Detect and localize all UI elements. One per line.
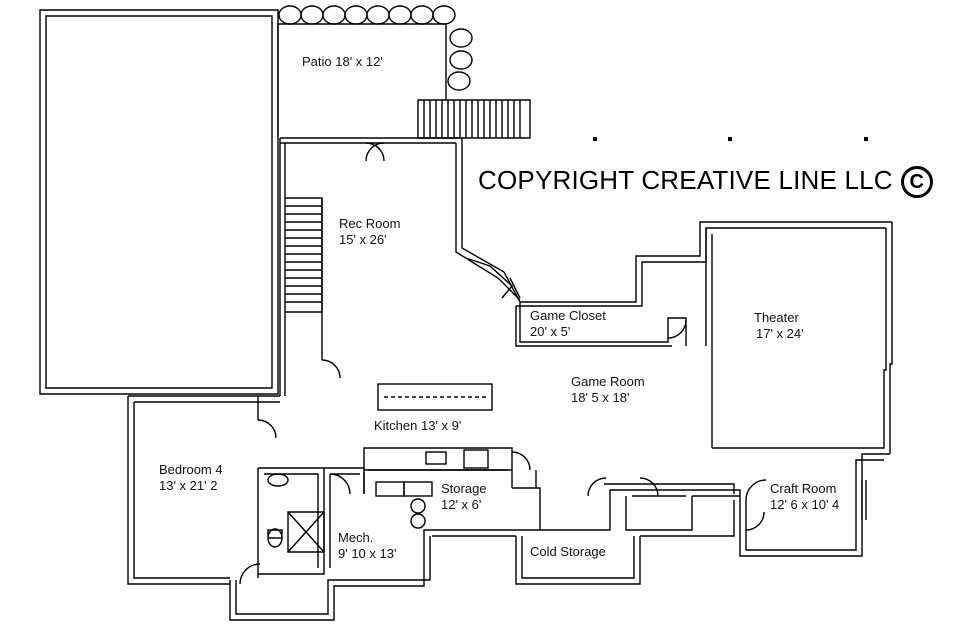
diagonal-closet [465,257,513,299]
rec-room-size: 15' x 26' [339,232,387,247]
patio-door [365,142,385,162]
patio-label: Patio 18' x 12' [302,54,383,69]
stair-door [321,359,341,379]
south-wall-lower [229,529,540,621]
mech-size: 9' 10 x 13' [338,546,397,561]
patio-outline [277,23,447,136]
storage-label: Storage [441,481,487,496]
copyright-text: COPYRIGHT CREATIVE LINE LLC [478,165,893,195]
range-icon [463,449,489,469]
game-closet-size: 20' x 5' [530,324,571,339]
marker-3 [864,137,868,141]
copyright-symbol: C [900,166,933,199]
game-room-label: Game Room [571,374,645,389]
storage-door [511,451,537,488]
bedroom4-outline [127,395,280,585]
game-room-size: 18' 5 x 18' [571,390,630,405]
shower [287,511,325,553]
patio-stones [278,5,473,91]
sink-counter-icon [425,451,447,465]
south-wall-upper [512,483,741,531]
lower-room-partitions [625,495,740,531]
theater-outline [712,222,893,454]
rec-room-east-wall [455,138,521,301]
marker-1 [593,137,597,141]
water-heater-2 [410,513,426,529]
sink-icon [267,473,289,487]
furnace-1 [375,481,405,497]
kitchen-island [377,383,493,411]
craft-room-size: 12' 6 x 10' 4 [770,497,840,512]
water-heater-1 [410,498,426,514]
craft-room-door [745,479,767,531]
bedroom4-door [257,419,277,439]
toilet-icon [267,528,283,548]
lower-room-door [587,477,659,497]
storage-size: 12' x 6' [441,497,482,512]
cold-storage-outline [432,500,735,585]
left-block-outline [39,9,279,395]
rec-room-label: Rec Room [339,216,401,231]
left-block-inner [45,15,273,389]
furnace-2 [403,481,433,497]
marker-2 [728,137,732,141]
game-closet-door [667,319,687,339]
theater-label: Theater [754,310,799,325]
game-closet-label: Game Closet [530,308,606,323]
theater-size: 17' x 24' [756,326,804,341]
rec-room-west-wall [279,138,286,396]
bedroom4-label: Bedroom 4 [159,462,223,477]
bath-door [239,563,261,585]
bedroom4-size: 13' x 21' 2 [159,478,218,493]
theater-west-wall [705,228,713,448]
craft-window [861,480,867,520]
craft-room-label: Craft Room [770,481,837,496]
mech-door [329,473,351,495]
interior-stair [285,197,323,313]
craft-room-outline [739,453,890,557]
storage-outline [363,469,513,494]
kitchen-counter [363,447,513,471]
exterior-stair [417,99,531,139]
rec-room-north-wall [280,137,462,144]
bathroom-outline [258,467,325,575]
cold-storage-label: Cold Storage [530,544,606,559]
kitchen-label: Kitchen 13' x 9' [374,418,462,433]
mech-label: Mech. [338,530,374,545]
game-closet-outline [503,221,892,307]
